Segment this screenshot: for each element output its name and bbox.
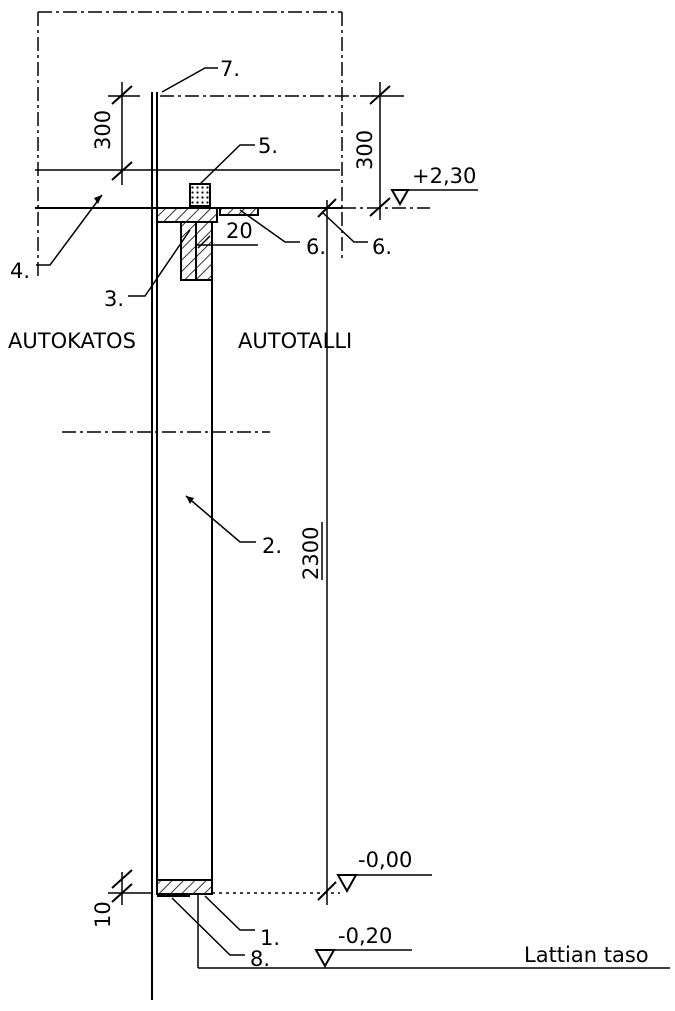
head-beam: [156, 207, 218, 223]
dim-tick: [317, 881, 337, 901]
level-floor: -0,00: [358, 848, 412, 872]
insulation-block: [189, 183, 211, 207]
room-right: AUTOTALLI: [238, 329, 352, 353]
level-top: +2,30: [412, 164, 476, 188]
callout-6a: 6.: [306, 235, 326, 259]
room-left: AUTOKATOS: [8, 329, 136, 353]
callout-7: 7.: [220, 57, 240, 81]
dim-tick: [111, 161, 133, 181]
dim-tick: [111, 869, 133, 889]
level-marker-top: [390, 189, 410, 207]
upper-boundary-line: [37, 11, 343, 280]
dim-tick: [111, 85, 133, 105]
leader-6b: [321, 211, 368, 243]
level-marker-floor: [336, 874, 358, 894]
leader-1: [204, 895, 255, 931]
callout-5: 5.: [258, 134, 278, 158]
level-lower: -0,20: [338, 924, 392, 948]
dim-tick: [317, 198, 337, 218]
leader-4: [36, 194, 103, 266]
bottom-sill: [156, 879, 213, 895]
dim-tick: [369, 197, 391, 217]
floor-level-label: Lattian taso: [524, 943, 649, 967]
arrowhead: [186, 496, 194, 504]
leader-8: [171, 897, 245, 956]
dim-gap: 20: [226, 219, 253, 243]
dim-height: 2300: [299, 527, 323, 580]
leader-5: [199, 144, 255, 185]
callout-8: 8.: [250, 947, 270, 971]
callout-1: 1.: [260, 926, 280, 950]
arrowhead: [94, 195, 102, 204]
callout-2: 2.: [262, 534, 282, 558]
level-marker-lower: [314, 949, 336, 969]
leader-2: [185, 495, 256, 543]
leader-3: [128, 229, 191, 297]
dim-tick: [197, 235, 211, 249]
leader-6a: [239, 209, 300, 243]
callout-3: 3.: [104, 287, 124, 311]
leader-7: [161, 67, 218, 93]
dim-300-right: 300: [353, 130, 377, 170]
trim-strip: [219, 207, 259, 216]
dim-bottom: 10: [91, 901, 115, 928]
dim-tick: [369, 85, 391, 105]
callout-6b: 6.: [372, 235, 392, 259]
callout-4: 4.: [10, 259, 30, 283]
dim-300-left: 300: [91, 110, 115, 150]
